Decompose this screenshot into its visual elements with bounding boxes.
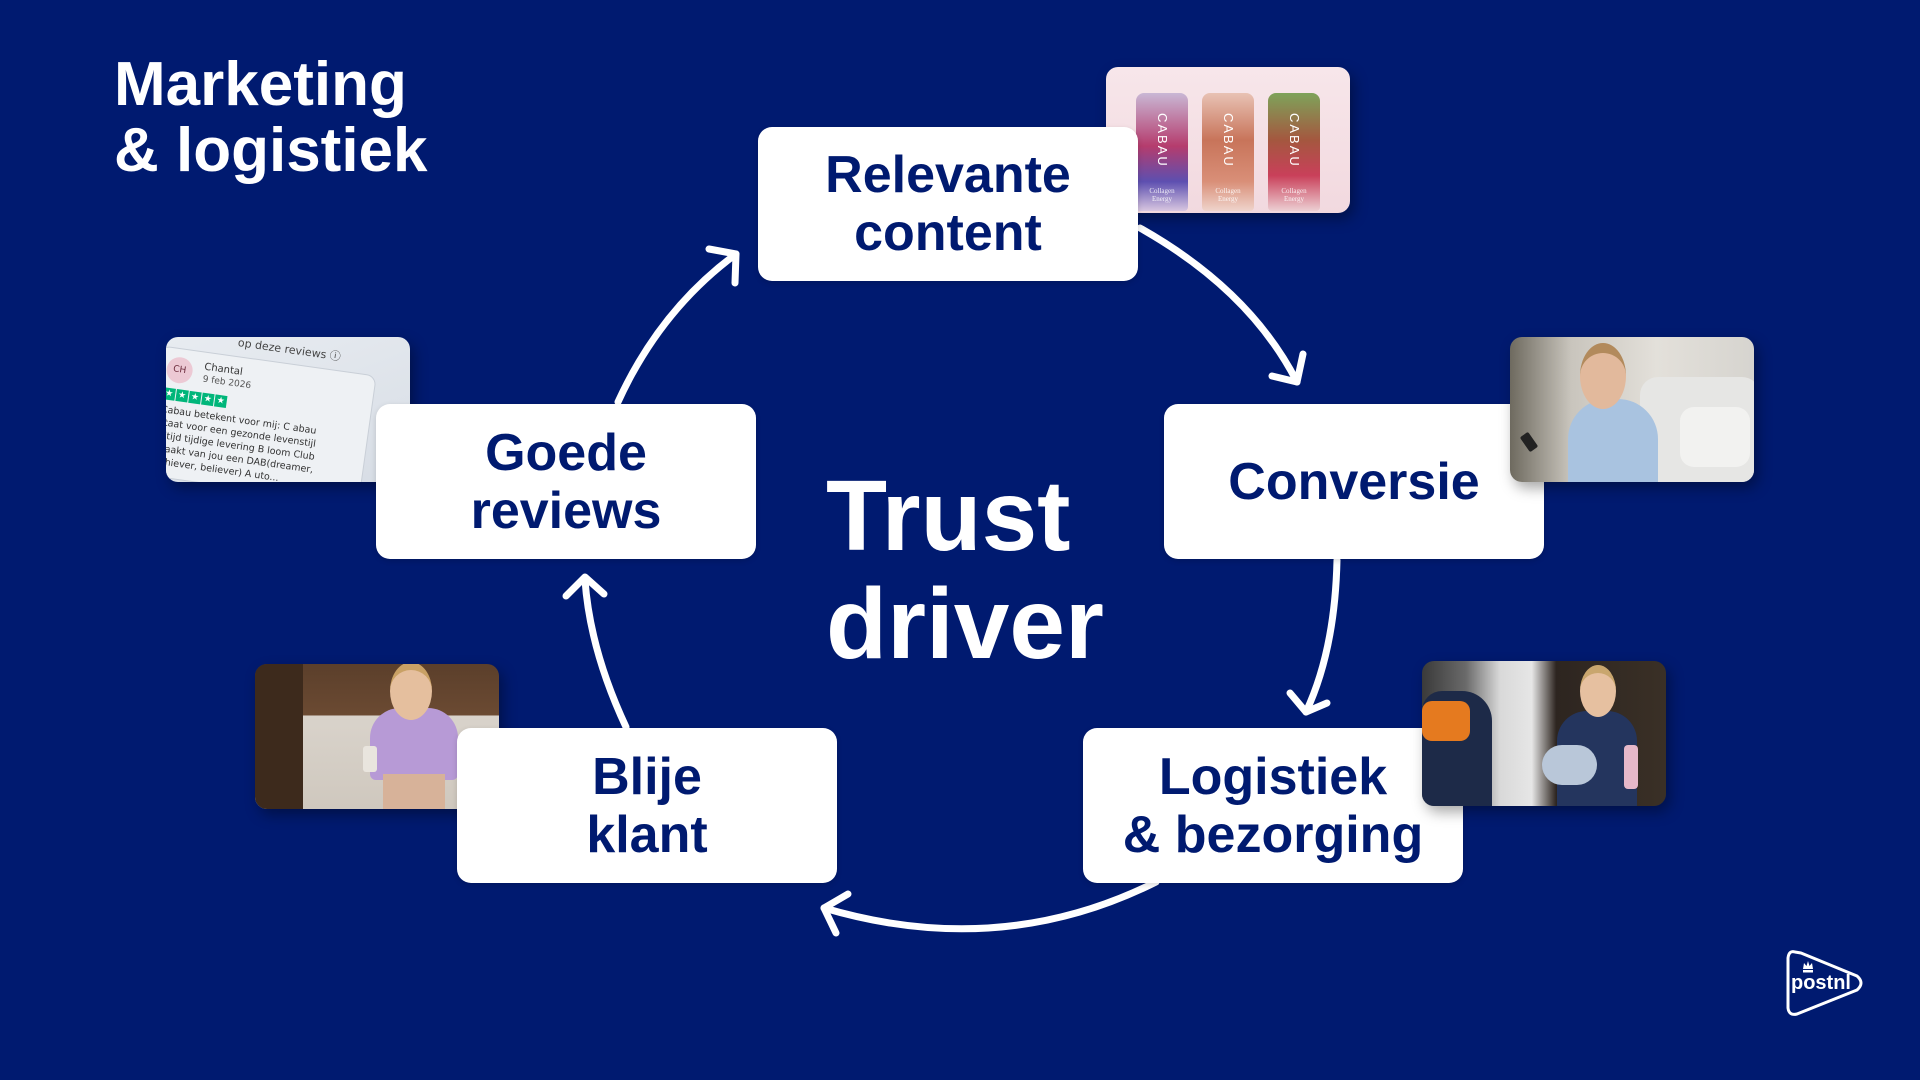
trustpilot-review-screenshot: op deze reviews ⓘ CH Chantal 9 feb 2026 … [166, 337, 410, 482]
slide-title: Marketing & logistiek [114, 52, 428, 184]
star-icon: ★ [201, 392, 215, 407]
person-head [1580, 665, 1616, 717]
slide-title-line2: & logistiek [114, 116, 428, 185]
person-waist [383, 774, 445, 809]
courier-orange-collar [1422, 701, 1470, 741]
bottle-shape [1624, 745, 1638, 789]
person-head [390, 664, 432, 720]
cabinet-left [255, 664, 303, 809]
cycle-step-blije-klant: Blije klant [457, 728, 837, 883]
review-card: CH Chantal 9 feb 2026 ★★★★★ Cabau beteke… [166, 345, 377, 482]
svg-text:postnl: postnl [1791, 972, 1851, 994]
arrow-logistiek-to-blije [820, 878, 1160, 937]
bag-shape [1542, 745, 1597, 785]
review-date: 9 feb 2026 [201, 374, 252, 392]
star-icon: ★ [188, 390, 202, 405]
phone-shape [1519, 431, 1539, 453]
cup-shape [363, 746, 377, 772]
center-label: Trust driver [826, 460, 1104, 680]
cycle-step-conversie: Conversie [1164, 404, 1544, 559]
arrow-reviews-to-content [614, 245, 740, 406]
crown-icon [1803, 961, 1813, 973]
star-icon: ★ [175, 389, 189, 403]
person-head [1580, 343, 1626, 409]
cushion-shape [1680, 407, 1750, 467]
woman-on-phone-photo [1510, 337, 1754, 482]
reviewer-avatar: CH [166, 355, 195, 385]
cycle-step-goede-reviews: Goede reviews [376, 404, 756, 559]
cycle-step-logistiek-bezorging: Logistiek & bezorging [1083, 728, 1463, 883]
postnl-logo: postnl [1786, 950, 1863, 1016]
star-icon: ★ [213, 394, 228, 408]
parcel-delivery-photo [1422, 661, 1666, 806]
slide-title-line1: Marketing [114, 50, 407, 119]
person-body [1568, 399, 1658, 482]
arrow-content-to-conversie [1136, 224, 1307, 386]
cycle-step-relevante-content: Relevante content [758, 127, 1138, 281]
arrow-conversie-to-logistiek [1286, 556, 1341, 716]
person-body [370, 708, 458, 780]
arrow-blije-to-reviews [562, 573, 630, 731]
